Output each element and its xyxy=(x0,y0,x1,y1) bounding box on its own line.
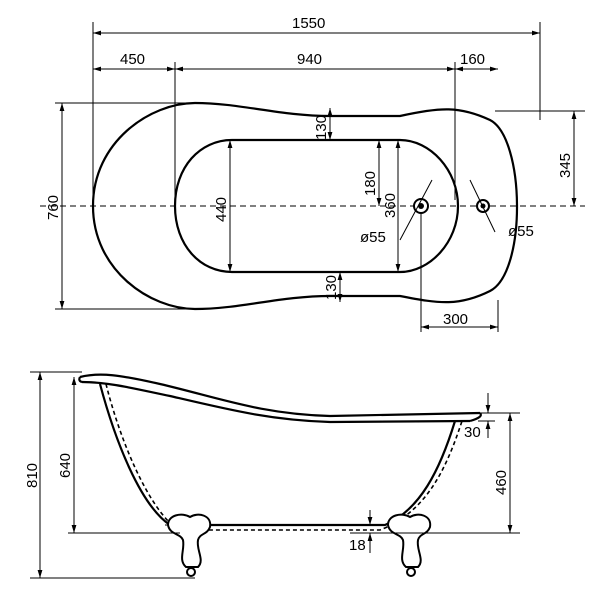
dim-130-bottom: 130 xyxy=(323,275,340,300)
dim-1550: 1550 xyxy=(292,15,325,32)
dim-drain-diameter: ø55 xyxy=(360,229,386,246)
dim-810: 810 xyxy=(24,463,41,488)
tub-outer-outline xyxy=(91,101,519,311)
dim-460: 460 xyxy=(493,470,510,495)
claw-foot-left xyxy=(166,513,212,577)
dim-160: 160 xyxy=(460,51,485,68)
dim-30: 30 xyxy=(464,424,481,441)
dim-180: 180 xyxy=(362,171,379,196)
dim-640: 640 xyxy=(57,453,74,478)
dim-18: 18 xyxy=(349,537,366,554)
tub-shell xyxy=(98,383,457,527)
dim-760: 760 xyxy=(45,195,62,220)
dim-345: 345 xyxy=(557,153,574,178)
dim-300: 300 xyxy=(443,311,468,328)
tub-inner-outline xyxy=(173,138,460,274)
dim-450: 450 xyxy=(120,51,145,68)
claw-foot-right xyxy=(386,513,432,577)
tub-rim-profile xyxy=(79,373,481,418)
dim-130-top: 130 xyxy=(313,115,330,140)
dim-360: 360 xyxy=(382,193,399,218)
tub-rim-profile-lower xyxy=(81,380,471,424)
dim-440: 440 xyxy=(213,197,230,222)
dim-overflow-diameter: ø55 xyxy=(508,223,534,240)
side-view: 810 640 460 30 18 xyxy=(24,371,520,579)
tub-inner-dashed xyxy=(105,383,463,531)
dim-940: 940 xyxy=(297,51,322,68)
top-view: 1550 450 940 160 760 440 130 130 180 360… xyxy=(40,15,585,332)
